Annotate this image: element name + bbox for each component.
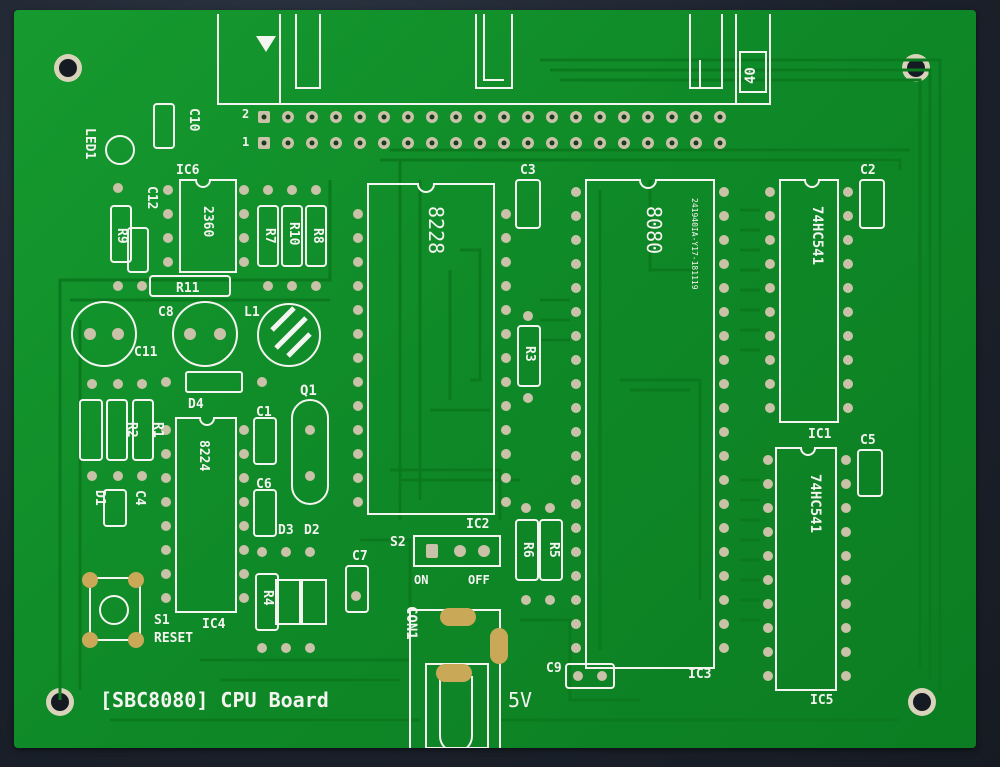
ic6-part-label: 2360 <box>200 206 215 238</box>
ic-outlines <box>175 179 839 691</box>
ic4-pads <box>161 425 249 603</box>
ic3-part-label: 8080 <box>642 206 666 255</box>
r4-label: R4 <box>260 590 275 606</box>
header-pads <box>258 111 726 149</box>
ic4-ref-label: IC4 <box>202 617 226 632</box>
led-outline <box>105 135 135 165</box>
pcb-artwork <box>46 14 942 748</box>
c9-label: C9 <box>546 661 562 676</box>
power-label: 5V <box>508 688 533 712</box>
r10-label: R10 <box>286 222 301 246</box>
switch-ref-label: S2 <box>390 535 406 550</box>
switch-pads <box>426 544 490 558</box>
c12-label: C12 <box>144 186 159 210</box>
r6-label: R6 <box>520 542 535 558</box>
inductor-hatch <box>270 306 312 358</box>
top-connector-outline <box>217 14 771 105</box>
c1-label: C1 <box>256 405 272 420</box>
ic1-outline <box>779 179 839 423</box>
header-pin2-label: 2 <box>242 107 250 121</box>
c5-label: C5 <box>860 433 876 448</box>
ic1-ref-label: IC1 <box>808 427 832 442</box>
ic2-ref-label: IC2 <box>466 517 490 532</box>
board-title: [SBC8080] CPU Board <box>100 688 329 712</box>
ic4-part-label: 8224 <box>196 440 211 472</box>
ic3-chip-marking: 241940IA-Y17-181119 <box>690 198 699 290</box>
ic1-pads <box>765 187 853 413</box>
r8-label: R8 <box>310 228 325 244</box>
ic2-pads <box>353 209 511 507</box>
ic6-ref-label: IC6 <box>176 163 200 178</box>
c6-label: C6 <box>256 477 272 492</box>
reset-ref-label: S1 <box>154 613 170 628</box>
crystal-outline <box>291 399 329 505</box>
c3-label: C3 <box>520 163 536 178</box>
switch-off-label: OFF <box>468 573 490 587</box>
led1-label: LED1 <box>82 128 97 160</box>
d4-label: D4 <box>188 397 204 412</box>
ic5-ref-label: IC5 <box>810 693 834 708</box>
ic6-pads <box>163 185 249 267</box>
r1-label: R1 <box>150 422 165 438</box>
mounting-holes <box>46 54 936 716</box>
copper-traces <box>58 58 942 722</box>
l1-label: L1 <box>244 305 260 320</box>
pin1-triangle-marker <box>256 36 276 52</box>
reset-label: RESET <box>154 631 194 646</box>
ic3-outline <box>585 179 715 669</box>
ic5-outline <box>775 447 837 691</box>
r3-label: R3 <box>522 346 537 362</box>
ic5-part-label: 74HC541 <box>807 474 823 534</box>
header-pin1-label: 1 <box>242 135 250 149</box>
c11-label: C11 <box>134 345 158 360</box>
con1-label: CON1 <box>403 606 419 640</box>
resistor-outlines <box>79 205 563 631</box>
misc-vias <box>87 183 607 681</box>
reset-button-outline <box>89 577 141 641</box>
capacitor-outlines <box>103 103 885 689</box>
d1-label: D1 <box>92 490 107 506</box>
pcb-board: [SBC8080] CPU Board 5V CON1 S2 ON OFF IC… <box>14 10 976 748</box>
ic3-ref-label: IC3 <box>688 667 712 682</box>
r11-label: R11 <box>176 281 200 296</box>
r5-label: R5 <box>546 542 561 558</box>
switch-outline <box>413 535 501 567</box>
c8-label: C8 <box>158 305 174 320</box>
electrolytic-capacitors <box>71 301 321 367</box>
r9-label: R9 <box>114 228 129 244</box>
switch-on-label: ON <box>414 573 429 587</box>
ic2-part-label: 8228 <box>424 206 448 255</box>
power-jack-pads <box>436 608 508 682</box>
ic2-outline <box>367 183 495 515</box>
d3-label: D3 <box>278 523 294 538</box>
ic1-part-label: 74HC541 <box>809 206 825 266</box>
diode-outlines <box>185 371 327 625</box>
r7-label: R7 <box>262 228 277 244</box>
ic3-pads <box>571 187 729 653</box>
c2-label: C2 <box>860 163 876 178</box>
header-pin40-label: 40 <box>743 67 759 84</box>
r2-label: R2 <box>124 422 139 438</box>
reset-pads <box>82 572 144 648</box>
ic6-outline <box>179 179 237 273</box>
c7-label: C7 <box>352 549 368 564</box>
q1-label: Q1 <box>300 383 317 399</box>
power-jack-outline <box>409 609 501 748</box>
c4-label: C4 <box>132 490 147 506</box>
d2-label: D2 <box>304 523 320 538</box>
c10-label: C10 <box>186 108 201 132</box>
ic-pads <box>161 185 853 681</box>
ic4-outline <box>175 417 237 613</box>
cap-pads <box>84 328 226 340</box>
ic5-pads <box>763 455 851 681</box>
